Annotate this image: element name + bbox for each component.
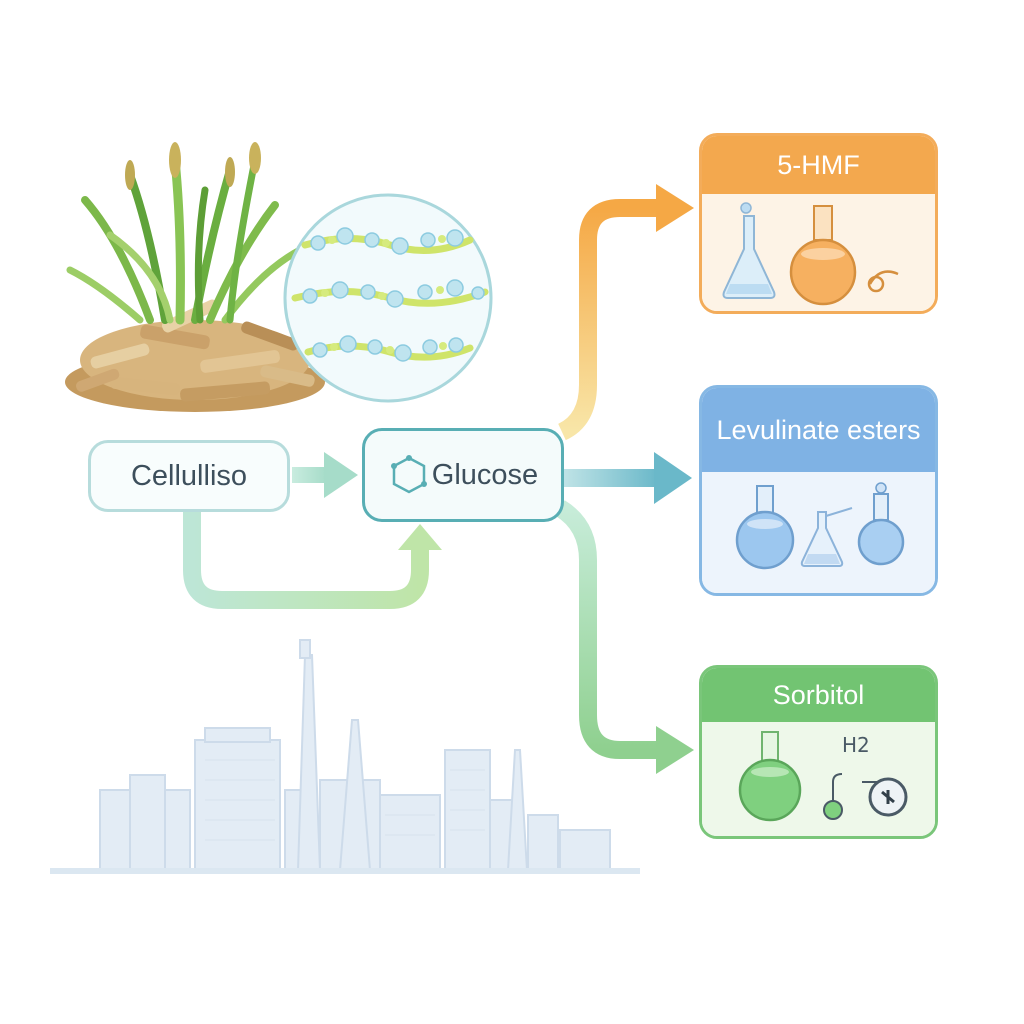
product-card-levulinate: Levulinate esters: [699, 385, 938, 596]
hmf-illustration: [702, 194, 935, 311]
flask-icon: [738, 731, 802, 822]
flask-icon: [722, 202, 776, 299]
arrow-to-levulinate: [564, 452, 692, 504]
arrow-to-hmf: [557, 184, 694, 441]
hmf-title: 5-HMF: [702, 136, 935, 194]
glucose-label: Glucose: [431, 458, 539, 491]
catalyst-icon: [867, 270, 899, 293]
cellulose-label: Cellulliso: [130, 459, 248, 492]
h2-label: H2: [842, 733, 870, 757]
catalyst-icon: [868, 777, 908, 817]
product-card-sorbitol: Sorbitol H2: [699, 665, 938, 839]
flask-icon: [789, 205, 857, 306]
arrow-cellulose-to-glucose: [292, 452, 358, 498]
sorbitol-illustration: H2: [702, 722, 935, 836]
glucose-molecule-icon: [390, 455, 427, 494]
sorbitol-title: Sorbitol: [702, 668, 935, 722]
cellulose-node: Cellulliso: [88, 440, 290, 512]
arrow-loop: [183, 512, 442, 609]
flask-icon: [857, 482, 905, 566]
levulinate-title: Levulinate esters: [702, 388, 935, 472]
levulinate-illustration: [702, 472, 935, 593]
grass-plant-icon: [66, 142, 304, 325]
glucose-node: Glucose: [362, 428, 564, 522]
product-card-hmf: 5-HMF: [699, 133, 938, 314]
catalyst-icon: [823, 800, 843, 820]
flask-icon: [735, 485, 795, 570]
wood-chips-icon: [65, 299, 325, 412]
arrow-to-sorbitol: [554, 500, 694, 774]
flask-icon: [800, 511, 844, 567]
